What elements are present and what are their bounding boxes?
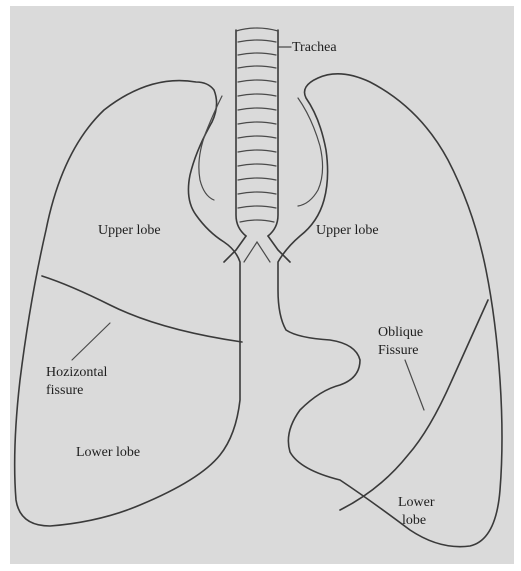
trachea-label: Trachea — [292, 40, 337, 55]
oblique-fissure-label-line2: Fissure — [378, 343, 418, 358]
lower-lobe-right-label-line2: lobe — [402, 513, 426, 528]
upper-lobe-left-label: Upper lobe — [98, 223, 161, 238]
lower-lobe-left-label: Lower lobe — [76, 445, 140, 460]
horizontal-fissure-label-line1: Hozizontal — [46, 365, 108, 380]
horizontal-fissure-label-line2: fissure — [46, 383, 83, 398]
paper-surface — [10, 6, 514, 564]
oblique-fissure-label-line1: Oblique — [378, 325, 423, 340]
upper-lobe-right-label: Upper lobe — [316, 223, 379, 238]
lower-lobe-right-label-line1: Lower — [398, 495, 435, 510]
